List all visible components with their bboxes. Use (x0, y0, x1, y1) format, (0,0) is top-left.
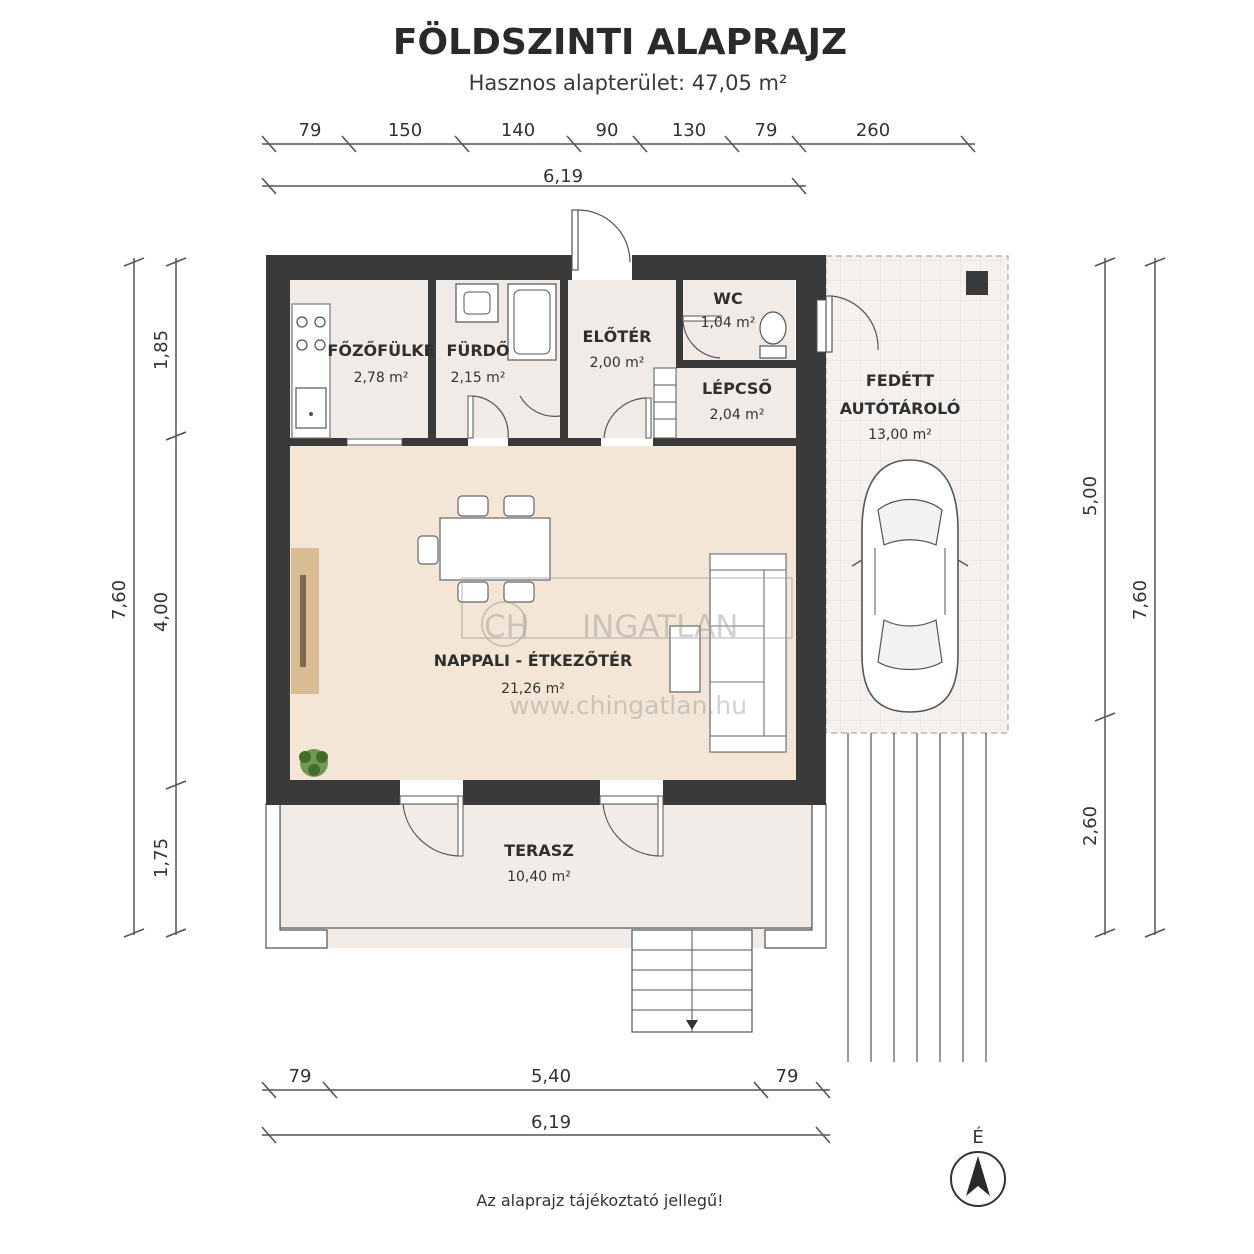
right-dimension-chain: 5,00 2,60 7,60 (1080, 257, 1166, 938)
kitchen-fixtures (291, 303, 331, 439)
dim-bottom-3: 79 (776, 1066, 799, 1087)
watermark-url: www.chingatlan.hu (509, 691, 747, 720)
terrace: TERASZ 10,40 m² (265, 803, 827, 1033)
plan-subtitle: Hasznos alapterület: 47,05 m² (469, 71, 788, 95)
kitchen-sink-icon (295, 387, 327, 429)
terrace-area: 10,40 m² (507, 869, 571, 885)
carport-name-2: AUTÓTÁROLÓ (840, 399, 961, 418)
hall-area: 2,00 m² (590, 355, 645, 371)
dim-top-6: 79 (755, 120, 778, 141)
dim-left-3: 1,75 (151, 838, 172, 878)
chair-icon (503, 581, 535, 603)
kitchen-area: 2,78 m² (354, 370, 409, 386)
bath-area: 2,15 m² (451, 370, 506, 386)
down-arrow-icon (686, 1020, 698, 1030)
dim-right-2: 2,60 (1080, 806, 1101, 846)
bottom-dimension-chain: 79 5,40 79 6,19 (261, 1066, 831, 1144)
logo-icon (481, 601, 527, 647)
plant-icon (299, 749, 328, 777)
plan-title: FÖLDSZINTI ALAPRAJZ (393, 21, 847, 63)
wc-name: WC (713, 289, 742, 308)
compass-label: É (972, 1126, 983, 1148)
carport-name-1: FEDÉTT (866, 371, 934, 390)
chair-icon (457, 581, 489, 603)
dim-top-7: 260 (856, 120, 890, 141)
dim-top-5: 130 (672, 120, 706, 141)
dim-top-3: 140 (501, 120, 535, 141)
stairs-floor (654, 368, 796, 438)
dim-top-total: 6,19 (543, 166, 583, 187)
dim-left-2: 4,00 (151, 592, 172, 632)
carport-area: 13,00 m² (868, 427, 932, 443)
chair-icon (503, 495, 535, 517)
walls (266, 255, 827, 805)
dim-right-1: 5,00 (1080, 476, 1101, 516)
dining-table (439, 517, 551, 581)
watermark: CH INGATLAN www.chingatlan.hu (461, 577, 793, 720)
tv-icon (300, 575, 306, 667)
stairs-area: 2,04 m² (710, 407, 765, 423)
north-arrow-icon: É (950, 1126, 1006, 1207)
hall-name: ELŐTÉR (583, 326, 652, 346)
watermark-brand: INGATLAN (582, 609, 738, 645)
bath-fixtures (455, 283, 557, 361)
dim-bottom-1: 79 (289, 1066, 312, 1087)
doors (399, 209, 879, 857)
living-area: 21,26 m² (501, 681, 565, 697)
washbasin-icon (455, 283, 499, 323)
chair-icon (417, 535, 439, 565)
coffee-table (669, 625, 701, 693)
dim-left-1: 1,85 (151, 330, 172, 370)
wc-area: 1,04 m² (701, 315, 756, 331)
bathtub-icon (507, 283, 557, 361)
dim-right-total: 7,60 (1130, 580, 1151, 620)
carport: FEDÉTT AUTÓTÁROLÓ 13,00 m² (825, 255, 1009, 1062)
dim-top-2: 150 (388, 120, 422, 141)
watermark-logo: CH (484, 609, 529, 645)
stairs-name: LÉPCSŐ (702, 378, 772, 398)
bath-name: FÜRDŐ (446, 340, 509, 360)
dim-bottom-total: 6,19 (531, 1112, 571, 1133)
dim-top-1: 79 (299, 120, 322, 141)
top-dimension-chain: 79 150 140 90 130 79 260 6,19 (261, 120, 976, 195)
terrace-steps (631, 929, 753, 1033)
dim-top-4: 90 (596, 120, 619, 141)
living-furniture (291, 495, 787, 777)
dim-left-total: 7,60 (109, 580, 130, 620)
carport-pillar (966, 271, 988, 295)
stove-icon (296, 316, 326, 351)
car-icon (851, 459, 969, 713)
terrace-name: TERASZ (504, 841, 574, 860)
dim-bottom-2: 5,40 (531, 1066, 571, 1087)
living-name: NAPPALI - ÉTKEZŐTÉR (434, 650, 633, 670)
left-dimension-chain: 7,60 1,85 4,00 1,75 (109, 257, 187, 938)
chair-icon (457, 495, 489, 517)
toilet-icon (759, 311, 787, 359)
kitchen-name: FŐZŐFÜLKE (327, 340, 434, 360)
sofa-icon (709, 553, 787, 753)
footer-note: Az alaprajz tájékoztató jellegű! (476, 1191, 723, 1210)
staircase (653, 367, 677, 439)
